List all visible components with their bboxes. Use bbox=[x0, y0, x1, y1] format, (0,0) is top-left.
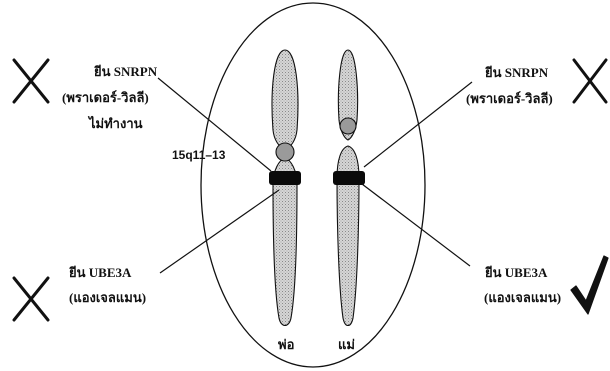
father-band-15q11-13 bbox=[269, 171, 301, 185]
cell-outline bbox=[200, 2, 426, 368]
mother-centromere bbox=[339, 117, 357, 135]
cross-icon-father-snrpn bbox=[12, 58, 50, 104]
father-chromosome-p-arm bbox=[271, 49, 299, 151]
label-father-snrpn-status: ไม่ทำงาน bbox=[87, 115, 143, 131]
mother-chromosome bbox=[333, 49, 365, 327]
label-mother-snrpn-syndrome: (พราเดอร์-วิลลี) bbox=[466, 91, 553, 106]
label-father: พ่อ bbox=[278, 337, 294, 352]
label-father-ube3a-syndrome: (แองเจลแมน) bbox=[69, 290, 146, 305]
label-father-ube3a-gene: ยีน UBE3A bbox=[69, 265, 132, 280]
leader-father-snrpn bbox=[157, 77, 272, 172]
mother-chromosome-p-arm bbox=[337, 49, 359, 141]
label-locus: 15q11–13 bbox=[172, 148, 226, 162]
mother-band-15q11-13 bbox=[333, 171, 365, 185]
label-mother-ube3a-gene: ยีน UBE3A bbox=[485, 265, 548, 280]
leader-mother-ube3a bbox=[361, 183, 471, 267]
label-mother-snrpn-gene: ยีน SNRPN bbox=[485, 65, 549, 80]
label-father-snrpn-syndrome: (พราเดอร์-วิลลี) bbox=[62, 90, 149, 105]
father-centromere bbox=[275, 142, 295, 162]
cross-icon-mother-snrpn bbox=[572, 58, 608, 104]
label-mother-ube3a-syndrome: (แองเจลแมน) bbox=[484, 290, 561, 305]
father-chromosome bbox=[269, 49, 301, 327]
leader-father-ube3a bbox=[159, 189, 280, 274]
leader-mother-snrpn bbox=[363, 81, 473, 168]
label-mother: แม่ bbox=[338, 337, 355, 352]
label-father-snrpn-gene: ยีน SNRPN bbox=[94, 64, 158, 79]
cross-icon-father-ube3a bbox=[12, 276, 50, 322]
check-icon-mother-ube3a bbox=[570, 255, 609, 315]
